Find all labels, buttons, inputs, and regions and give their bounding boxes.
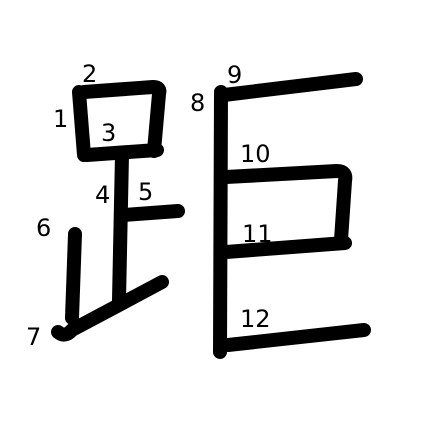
stroke-number-1: 1 xyxy=(53,105,68,133)
stroke-number-2: 2 xyxy=(82,60,97,88)
stroke-4 xyxy=(112,148,129,307)
stroke-number-labels: 1 2 3 4 5 6 7 8 9 10 11 12 xyxy=(26,60,273,351)
stroke-9 xyxy=(217,72,363,102)
stroke-number-5: 5 xyxy=(138,178,153,206)
stroke-number-7: 7 xyxy=(26,323,41,351)
stroke-number-12: 12 xyxy=(240,305,271,333)
stroke-1 xyxy=(72,85,91,162)
stroke-11 xyxy=(219,236,352,259)
stroke-number-8: 8 xyxy=(190,89,205,117)
stroke-number-6: 6 xyxy=(36,214,51,242)
stroke-2 xyxy=(77,80,167,158)
stroke-number-10: 10 xyxy=(240,140,271,168)
stroke-6 xyxy=(65,227,82,325)
stroke-5 xyxy=(117,204,185,222)
character-strokes xyxy=(51,72,371,359)
stroke-number-3: 3 xyxy=(101,119,116,147)
stroke-number-9: 9 xyxy=(227,61,242,89)
stroke-number-4: 4 xyxy=(95,181,110,209)
stroke-12 xyxy=(221,323,371,352)
stroke-7 xyxy=(51,275,169,342)
stroke-10 xyxy=(219,164,353,247)
stroke-number-11: 11 xyxy=(242,220,273,248)
stroke-8 xyxy=(213,85,228,359)
